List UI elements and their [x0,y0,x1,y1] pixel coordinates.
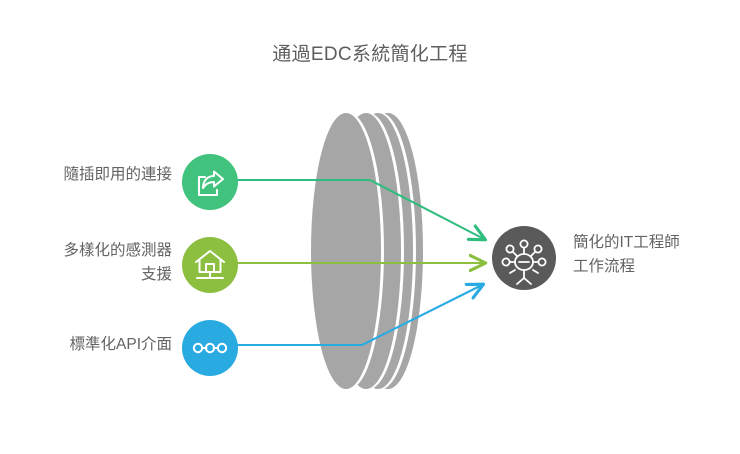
label-sensor-support: 多樣化的感測器 支援 [63,242,172,283]
label-plug-and-play: 隨插即用的連接 [63,166,172,183]
arrow-api-to-outcome [228,285,482,347]
edc-disc [311,113,423,389]
node-plug-and-play[interactable] [182,154,238,210]
page-title: 通過EDC系統簡化工程 [272,44,468,65]
share-export-icon [197,170,225,197]
engineer-hub-icon [501,239,547,285]
node-sensor-support[interactable] [182,237,238,293]
node-outcome-workflow[interactable] [492,226,556,290]
api-nodes-icon [192,342,228,354]
node-standard-api[interactable] [182,320,238,376]
outcome-circle[interactable] [492,226,556,290]
label-standard-api: 標準化API介面 [69,336,172,353]
label-outcome-workflow: 簡化的IT工程師 工作流程 [573,234,680,275]
arrow-plug-to-outcome [228,178,484,239]
standard-api-circle[interactable] [182,320,238,376]
house-sensor-icon [195,250,225,279]
